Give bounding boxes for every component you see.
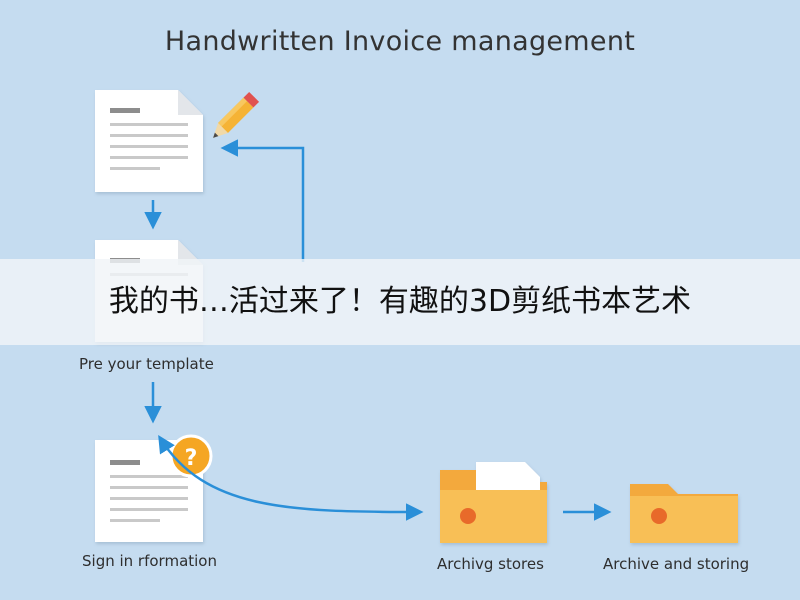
caption-banner: 我的书…活过来了！有趣的3D剪纸书本艺术 <box>0 259 800 345</box>
arrow-sign-to-archive <box>158 435 424 521</box>
diagram-title: Handwritten Invoice management <box>164 26 636 57</box>
step-archive-stores-label: Archivg stores <box>437 555 544 573</box>
folder-icon <box>630 484 738 543</box>
caption-banner-text: 我的书…活过来了！有趣的3D剪纸书本艺术 <box>108 284 692 319</box>
folder-icon <box>440 462 547 543</box>
arrow-loop-back <box>220 139 305 262</box>
step-template-label: Pre your template <box>79 355 214 373</box>
question-mark-icon: ? <box>169 434 213 478</box>
step-archive-storing-label: Archive and storing <box>603 555 750 573</box>
document-icon <box>95 90 203 192</box>
pencil-icon <box>213 91 260 138</box>
badge-symbol: ? <box>185 446 198 471</box>
step-sign-label: Sign in rformation <box>82 552 217 570</box>
